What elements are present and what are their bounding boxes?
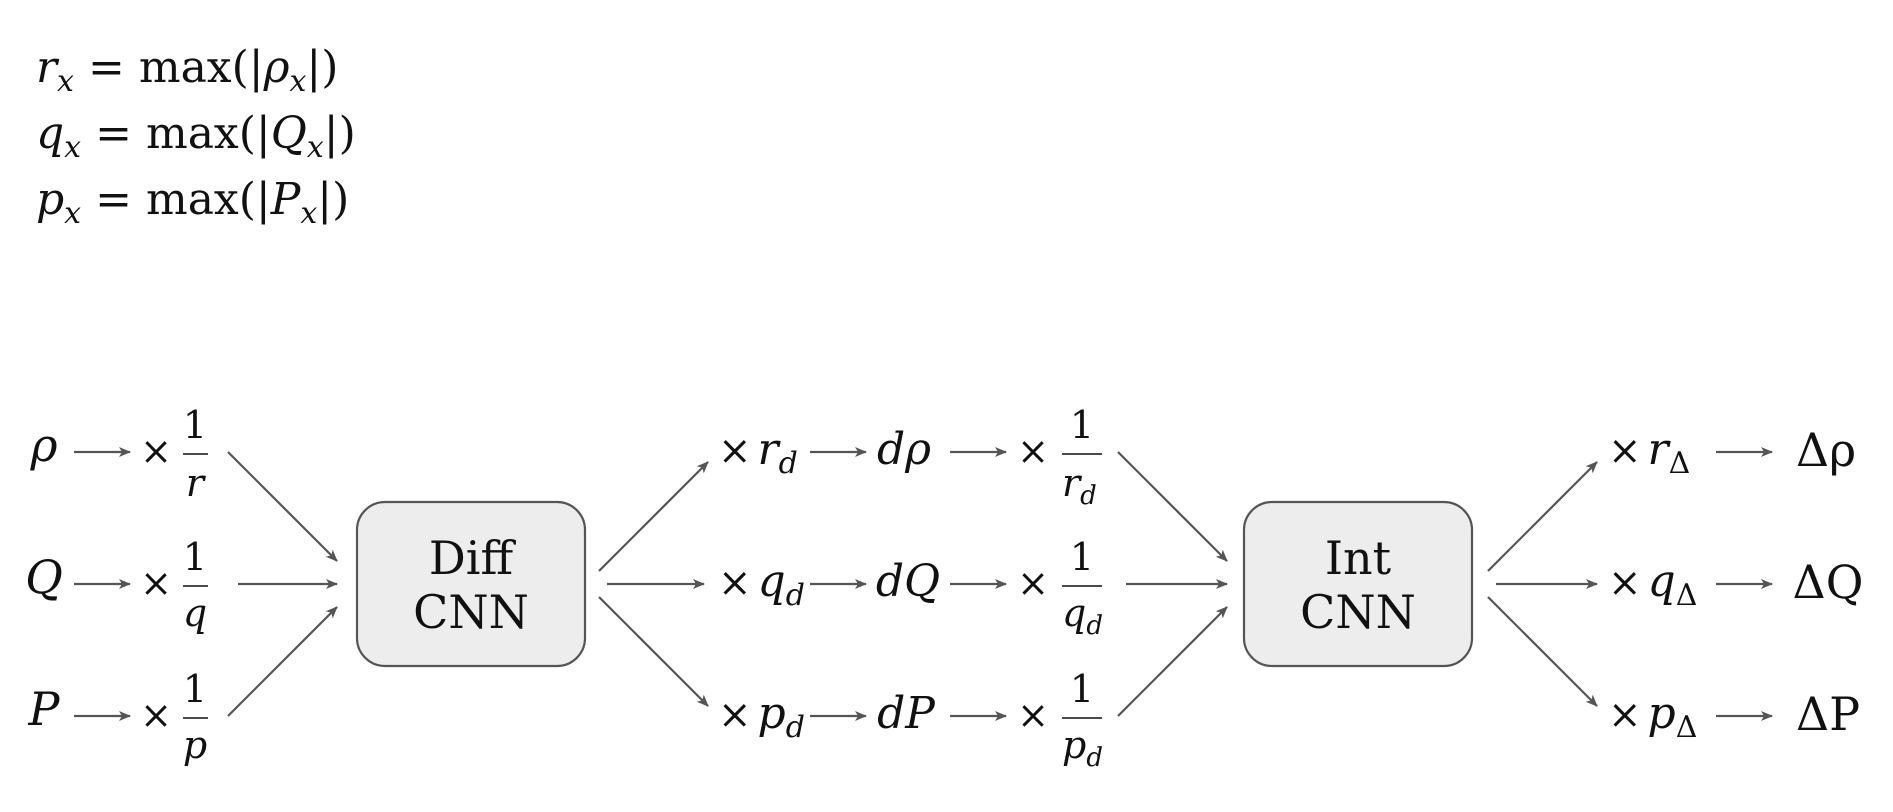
- scale-inverse-q: × 1 q: [140, 535, 208, 635]
- svg-text:1: 1: [1070, 403, 1094, 447]
- arrow-int-to-rdelta: [1487, 461, 1598, 572]
- input-scaling: × 1 r × 1 q × 1 p: [140, 403, 208, 767]
- scale-pdelta: ×pΔ: [1608, 688, 1697, 745]
- svg-text:1: 1: [183, 535, 207, 579]
- arrow-scale-pd-to-int: [1117, 606, 1228, 717]
- int-output-scaling: ×rΔ ×qΔ ×pΔ: [1608, 424, 1697, 745]
- svg-text:px = max(|Px|): px = max(|Px|): [36, 174, 349, 231]
- scale-pd: ×pd: [718, 688, 805, 745]
- diff-p: dP: [877, 688, 936, 739]
- arrow-int-to-pdelta: [1487, 596, 1598, 707]
- diff-q: dQ: [876, 556, 940, 607]
- output-delta-p: ΔP: [1796, 687, 1860, 741]
- inverse-diff-scaling: × 1 rd × 1 qd × 1 pd: [1017, 403, 1103, 773]
- input-column: ρ Q P: [25, 418, 63, 736]
- svg-text:1: 1: [1070, 535, 1094, 579]
- svg-text:1: 1: [1070, 667, 1094, 711]
- diff-cnn-label-line2: CNN: [413, 585, 529, 639]
- svg-text:r: r: [186, 461, 207, 505]
- scale-inverse-qd: × 1 qd: [1017, 535, 1103, 641]
- svg-text:×: ×: [1017, 561, 1049, 605]
- definition-p: px = max(|Px|): [36, 174, 349, 231]
- scale-qd: ×qd: [718, 556, 805, 613]
- scale-inverse-pd: × 1 pd: [1017, 667, 1103, 773]
- int-cnn-block: Int CNN: [1242, 500, 1474, 668]
- svg-text:×: ×: [1017, 429, 1049, 473]
- output-column: Δρ ΔQ ΔP: [1793, 423, 1864, 741]
- input-rho: ρ: [29, 418, 57, 472]
- svg-text:q: q: [183, 591, 207, 635]
- arrow-diff-to-rd: [598, 461, 709, 572]
- scale-inverse-r: × 1 r: [140, 403, 208, 505]
- definition-block: rx = max(|ρx|) qx = max(|Qx|) px = max(|…: [36, 42, 356, 231]
- svg-text:qd: qd: [1062, 591, 1103, 641]
- svg-text:pd: pd: [1062, 723, 1103, 773]
- int-cnn-label-line2: CNN: [1300, 585, 1416, 639]
- scale-inverse-rd: × 1 rd: [1017, 403, 1102, 511]
- svg-text:×: ×: [140, 693, 172, 737]
- svg-text:×: ×: [140, 429, 172, 473]
- diff-cnn-block: Diff CNN: [355, 500, 587, 668]
- svg-text:rd: rd: [1062, 461, 1097, 511]
- arrow-scale-p-to-diff: [227, 606, 338, 717]
- diff-output-scaling: ×rd ×qd ×pd: [718, 424, 805, 745]
- svg-text:1: 1: [183, 667, 207, 711]
- output-delta-q: ΔQ: [1793, 555, 1864, 609]
- differentials: dρ dQ dP: [876, 424, 940, 739]
- diff-rho: dρ: [877, 424, 931, 475]
- svg-text:×: ×: [140, 561, 172, 605]
- input-p: P: [28, 682, 61, 736]
- arrow-diff-to-pd: [598, 596, 709, 707]
- arrow-scale-r-to-diff: [227, 451, 338, 562]
- svg-text:1: 1: [183, 403, 207, 447]
- definition-r: rx = max(|ρx|): [36, 42, 338, 99]
- svg-text:rx = max(|ρx|): rx = max(|ρx|): [36, 42, 338, 99]
- arrow-scale-rd-to-int: [1117, 451, 1228, 562]
- input-q: Q: [25, 550, 63, 604]
- scale-qdelta: ×qΔ: [1608, 556, 1697, 613]
- diff-cnn-label-line1: Diff: [429, 531, 517, 585]
- definition-q: qx = max(|Qx|): [36, 108, 356, 165]
- output-delta-rho: Δρ: [1796, 423, 1856, 477]
- svg-text:p: p: [183, 723, 207, 767]
- scale-rd: ×rd: [718, 424, 798, 481]
- scale-rdelta: ×rΔ: [1608, 424, 1690, 481]
- scale-inverse-p: × 1 p: [140, 667, 208, 767]
- int-cnn-label-line1: Int: [1325, 531, 1392, 585]
- svg-text:×: ×: [1017, 693, 1049, 737]
- svg-text:qx = max(|Qx|): qx = max(|Qx|): [36, 108, 356, 165]
